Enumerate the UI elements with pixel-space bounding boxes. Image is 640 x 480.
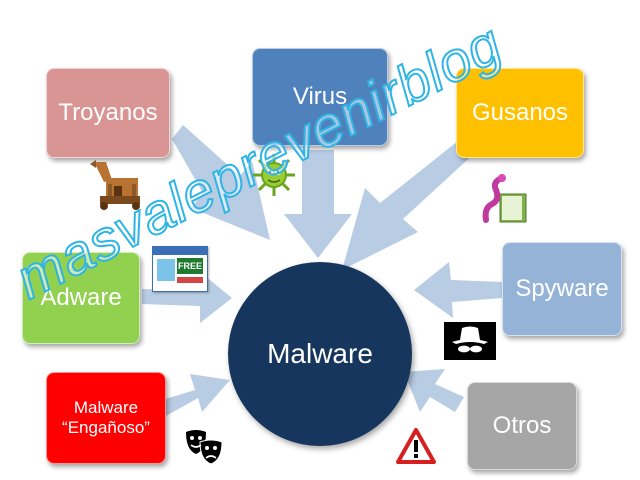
arrow-gusanos [342, 137, 477, 270]
node-spyware-label: Spyware [515, 275, 609, 303]
arrow-troyanos [172, 125, 270, 240]
center-node-label: Malware [267, 338, 373, 369]
virus-icon [253, 154, 295, 196]
node-gusanos: Gusanos [456, 68, 584, 158]
arrow-otros [404, 369, 464, 412]
node-adware-label: Adware [40, 284, 122, 312]
arrow-enganoso [162, 374, 230, 416]
node-otros-label: Otros [492, 412, 552, 440]
node-malware-enganoso-label: Malware “Engañoso” [62, 398, 150, 437]
adware-popup-icon: FREE [152, 246, 208, 292]
node-troyanos-label: Troyanos [58, 99, 158, 127]
node-virus-label: Virus [292, 83, 348, 111]
warning-icon [396, 428, 436, 464]
arrow-virus [284, 150, 352, 258]
drama-masks-icon [186, 430, 223, 465]
worm-book-icon [482, 174, 527, 223]
node-malware-enganoso: Malware “Engañoso” [46, 372, 166, 464]
spy-hat-icon [444, 322, 496, 360]
node-otros: Otros [467, 382, 577, 470]
node-troyanos: Troyanos [46, 68, 170, 158]
trojan-horse-icon [90, 160, 140, 210]
free-badge: FREE [177, 258, 203, 274]
arrow-adware [142, 272, 232, 323]
arrow-spyware [414, 262, 503, 318]
node-virus: Virus [252, 48, 388, 146]
node-spyware: Spyware [502, 242, 622, 336]
center-node-malware: Malware [228, 262, 412, 446]
node-gusanos-label: Gusanos [471, 99, 569, 127]
node-adware: Adware [22, 252, 140, 344]
